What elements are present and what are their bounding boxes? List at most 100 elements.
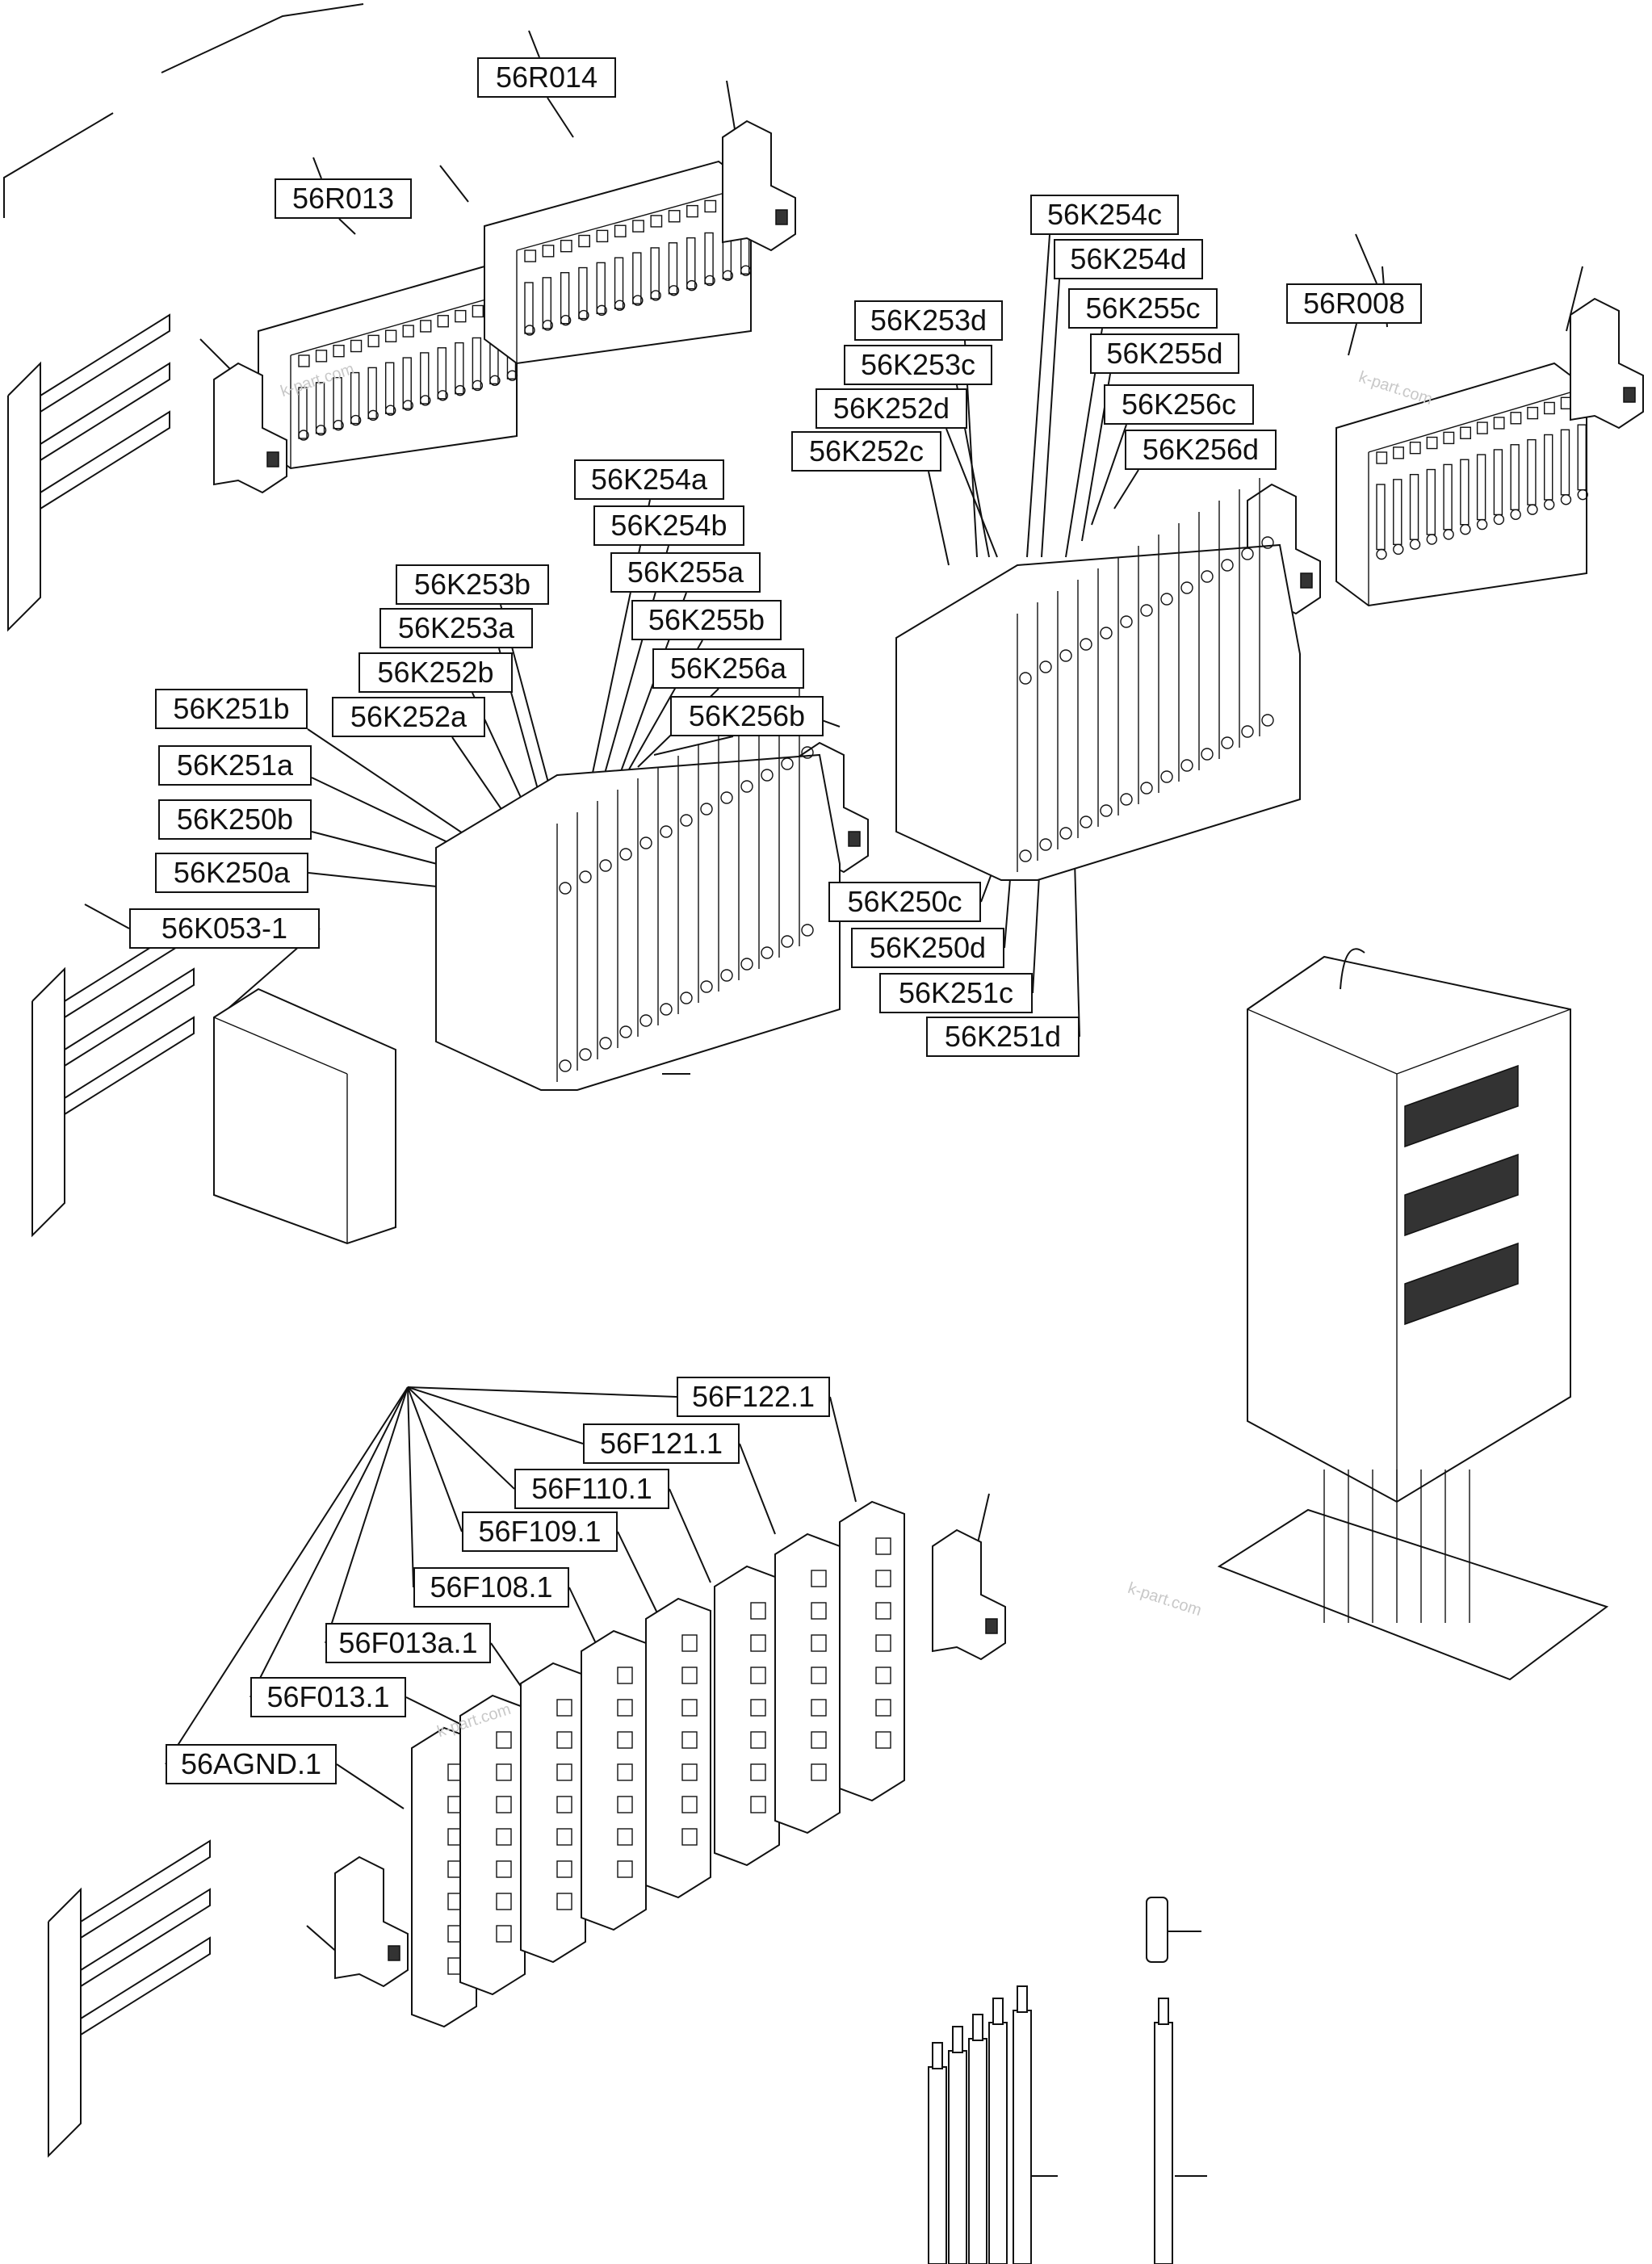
callout-56k256b[interactable]: 56K256b: [670, 696, 824, 736]
resistor-icon: [1493, 449, 1503, 516]
callout-56k256a[interactable]: 56K256a: [652, 648, 804, 689]
end-clamp-icon: [848, 831, 861, 847]
fuse-terminal-icon: [496, 1828, 512, 1846]
callout-56f109-1[interactable]: 56F109.1: [462, 1511, 618, 1552]
wire-1: [948, 2026, 967, 2264]
fuse-terminal-icon: [875, 1634, 891, 1652]
relay-led-icon: [1201, 570, 1214, 583]
callout-56k252d[interactable]: 56K252d: [816, 388, 967, 429]
fuse-terminal-icon: [875, 1570, 891, 1587]
callout-56k256c[interactable]: 56K256c: [1104, 384, 1254, 425]
callout-56k256d[interactable]: 56K256d: [1125, 430, 1277, 470]
wire-icon: [948, 2050, 967, 2264]
fuse-terminal-icon: [750, 1796, 766, 1813]
terminal-block-56r014: [484, 160, 753, 365]
callout-56k254c[interactable]: 56K254c: [1030, 195, 1179, 235]
callout-56k255c[interactable]: 56K255c: [1068, 288, 1218, 329]
callout-56k255a[interactable]: 56K255a: [610, 552, 761, 593]
callout-56agnd-1[interactable]: 56AGND.1: [166, 1744, 337, 1784]
wire-icon: [972, 2014, 983, 2041]
callout-56f122-1[interactable]: 56F122.1: [677, 1377, 830, 1417]
callout-56k250b[interactable]: 56K250b: [158, 799, 312, 840]
din-rail-top: [7, 313, 170, 632]
callout-56k250a[interactable]: 56K250a: [155, 853, 308, 893]
callout-56k255d[interactable]: 56K255d: [1090, 333, 1239, 374]
relay-led-icon: [1019, 849, 1032, 862]
callout-56f108-1[interactable]: 56F108.1: [413, 1567, 569, 1608]
relay-led-icon: [1201, 748, 1214, 761]
leader-line: [1041, 279, 1060, 558]
end-clamp-icon: [775, 209, 788, 225]
fuse-terminal-icon: [875, 1602, 891, 1620]
leader-line: [407, 1386, 515, 1490]
relay-led-icon: [1019, 672, 1032, 685]
relay-led-icon: [1100, 627, 1113, 639]
callout-56f110-1[interactable]: 56F110.1: [514, 1469, 669, 1509]
callout-56r014[interactable]: 56R014: [477, 57, 616, 98]
callout-56k251d[interactable]: 56K251d: [926, 1017, 1080, 1057]
callout-56f121-1[interactable]: 56F121.1: [583, 1423, 740, 1464]
callout-56k251a[interactable]: 56K251a: [158, 745, 312, 786]
leader-line: [585, 499, 651, 808]
fuse-terminal-icon: [811, 1731, 827, 1749]
callout-56f013-1[interactable]: 56F013.1: [250, 1677, 406, 1717]
resistor-icon: [1460, 459, 1470, 526]
relay-stack-b: [895, 478, 1301, 881]
leader-line: [213, 1017, 348, 1075]
fuse-terminal-icon: [750, 1699, 766, 1717]
fuse-terminal-icon: [459, 1694, 526, 1996]
leader-line: [1368, 387, 1587, 453]
wire-ferrule-icon: [1146, 1897, 1168, 1963]
leader-line: [829, 1396, 857, 1503]
callout-56k053-1[interactable]: 56K053-1: [129, 908, 320, 949]
din-rail-icon: [80, 1839, 211, 1939]
resistor-icon: [1426, 468, 1436, 535]
wire-icon: [1158, 1998, 1169, 2025]
fuse-terminal-icon: [875, 1537, 891, 1555]
resistor-icon: [333, 376, 342, 430]
relay-led-icon: [639, 1014, 652, 1027]
callout-56k253b[interactable]: 56K253b: [396, 564, 549, 605]
fuse-terminal-icon: [681, 1634, 698, 1652]
terminal-screw-icon: [402, 325, 414, 338]
terminal-screw-icon: [1460, 426, 1472, 439]
terminal-screw-icon: [420, 320, 432, 333]
callout-56r008[interactable]: 56R008: [1286, 283, 1422, 324]
callout-56k251c[interactable]: 56K251c: [879, 973, 1033, 1013]
leader-line: [84, 904, 130, 929]
callout-56k252a[interactable]: 56K252a: [332, 697, 485, 737]
resistor-icon: [1577, 424, 1587, 491]
resistor-icon: [686, 237, 696, 290]
callout-56k255b[interactable]: 56K255b: [631, 600, 782, 640]
relay-led-icon: [660, 825, 673, 838]
wire-2: [968, 2014, 987, 2264]
callout-56k252b[interactable]: 56K252b: [358, 652, 513, 693]
callout-56k254a[interactable]: 56K254a: [574, 459, 724, 500]
resistor-icon: [1376, 484, 1386, 551]
relay-led-icon: [720, 791, 733, 804]
end-clamp-icon: [985, 1618, 998, 1634]
relay-led-icon: [599, 859, 612, 872]
callout-56k252c[interactable]: 56K252c: [791, 431, 941, 472]
callout-56f013a-1[interactable]: 56F013a.1: [325, 1623, 491, 1663]
relay-led-icon: [680, 992, 693, 1004]
callout-56k253c[interactable]: 56K253c: [844, 345, 992, 385]
callout-56k254b[interactable]: 56K254b: [593, 505, 744, 546]
relay-led-icon: [801, 924, 814, 937]
relay-led-icon: [1100, 804, 1113, 817]
callout-56k250d[interactable]: 56K250d: [851, 928, 1004, 968]
wire-4: [1013, 1985, 1032, 2264]
resistor-icon: [560, 271, 570, 325]
callout-56k253d[interactable]: 56K253d: [854, 300, 1003, 341]
fuse-terminal-icon: [496, 1860, 512, 1878]
resistor-icon: [384, 362, 395, 414]
callout-56k254d[interactable]: 56K254d: [1054, 239, 1203, 279]
callout-56k250c[interactable]: 56K250c: [828, 882, 981, 922]
callout-56r013[interactable]: 56R013: [275, 178, 412, 219]
din-rail-icon: [40, 362, 170, 461]
fuse-terminal-icon: [556, 1699, 572, 1717]
callout-56k253a[interactable]: 56K253a: [379, 608, 533, 648]
callout-56k251b[interactable]: 56K251b: [155, 689, 308, 729]
end-clamp-g: [334, 1855, 409, 1988]
resistor-icon: [1476, 454, 1486, 521]
